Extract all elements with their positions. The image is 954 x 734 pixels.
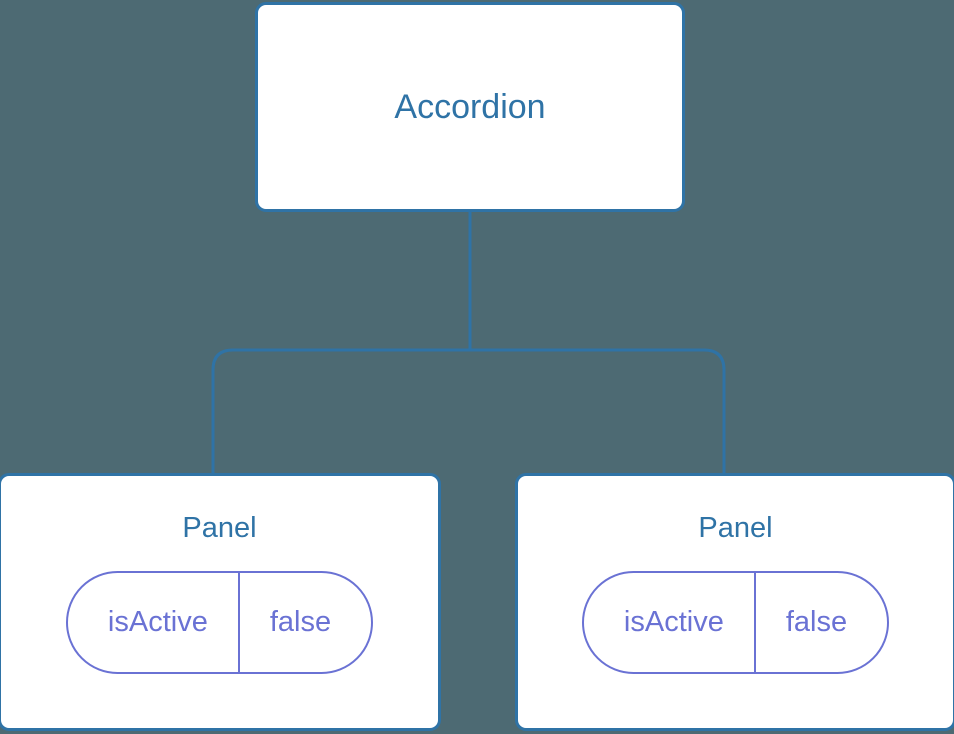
node-panel-right-label: Panel bbox=[698, 512, 773, 544]
node-panel-left-label: Panel bbox=[182, 512, 257, 544]
node-panel-right[interactable]: Panel isActive false bbox=[515, 473, 954, 731]
connector-branch-left bbox=[211, 348, 470, 475]
prop-key-right: isActive bbox=[623, 606, 724, 638]
node-panel-left[interactable]: Panel isActive false bbox=[0, 473, 441, 731]
connector-branch-right bbox=[470, 348, 726, 475]
prop-key-left: isActive bbox=[107, 606, 208, 638]
prop-value-right: false bbox=[753, 573, 887, 672]
prop-pill-right[interactable]: isActive false bbox=[581, 571, 890, 674]
prop-pill-left[interactable]: isActive false bbox=[65, 571, 374, 674]
prop-value-left: false bbox=[237, 573, 371, 672]
node-accordion-label: Accordion bbox=[394, 88, 546, 126]
node-accordion[interactable]: Accordion bbox=[255, 2, 685, 212]
